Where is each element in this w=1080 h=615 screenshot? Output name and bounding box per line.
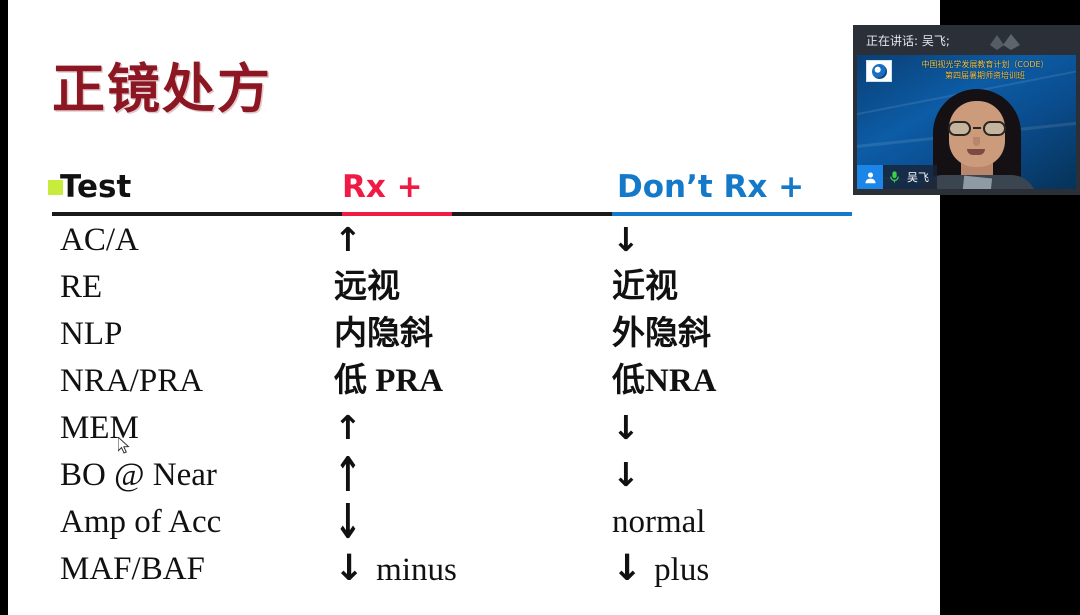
- arrow-down-icon: ↓: [612, 548, 643, 589]
- cell-dont-rx: 外隐斜: [612, 316, 711, 352]
- cell-rx: 远视: [334, 269, 400, 305]
- underline-test: [52, 212, 342, 216]
- video-conference-panel[interactable]: 正在讲话: 吴飞; 中国视光学发展教育计划（CODE） 第四届暑期师资培训班: [853, 25, 1080, 195]
- cell-test: MAF/BAF: [60, 551, 205, 587]
- header-underline-group: [52, 212, 852, 218]
- arrow-down-icon: ↓: [334, 548, 365, 589]
- cell-dont-rx: ↓ plus: [612, 547, 709, 592]
- cell-dont-rx: 低NRA: [612, 363, 717, 399]
- table-row: MEM ↑ ↓: [52, 406, 852, 453]
- table-row: Amp of Acc ↓ normal: [52, 493, 852, 550]
- nose: [973, 137, 980, 146]
- cell-rx: ↓ minus: [334, 547, 457, 592]
- cell-test: AC/A: [60, 222, 139, 258]
- collar: [961, 175, 993, 189]
- arrow-down-icon: ↓: [334, 493, 362, 550]
- cell-rx: ↓: [334, 493, 362, 550]
- column-header-test-label: Test: [60, 169, 132, 205]
- cell-test: BO @ Near: [60, 457, 217, 493]
- arrow-down-icon: ↓: [612, 455, 640, 494]
- participant-name: 吴飞: [907, 171, 929, 184]
- microphone-icon[interactable]: [883, 165, 905, 189]
- cell-dont-rx: ↓: [612, 406, 640, 451]
- table-row: RE 远视 近视: [52, 265, 852, 312]
- table-header-row: Test Rx + Don’t Rx +: [48, 169, 852, 210]
- glasses-bridge: [973, 127, 981, 129]
- banner-line-1: 中国视光学发展教育计划（CODE）: [921, 60, 1049, 69]
- cell-dont-rx-label: plus: [654, 552, 710, 588]
- speaker-video-image: [917, 89, 1037, 189]
- bullet-square-icon: [48, 180, 63, 195]
- underline-rx: [342, 212, 452, 216]
- cell-rx: 内隐斜: [334, 316, 433, 352]
- cell-rx: ↑: [334, 406, 362, 451]
- column-header-rx: Rx +: [342, 169, 423, 205]
- cell-test: NLP: [60, 316, 123, 352]
- arrow-down-icon: ↓: [612, 220, 640, 259]
- speaking-status-label: 正在讲话: 吴飞;: [866, 33, 950, 48]
- prescription-table: Test Rx + Don’t Rx + AC/A ↑ ↓ RE 远视: [48, 169, 852, 594]
- banner-line-2: 第四届暑期师资培训班: [945, 71, 1025, 80]
- cell-rx: ↑: [334, 218, 362, 263]
- mouth: [967, 149, 985, 155]
- cell-test: MEM: [60, 410, 139, 446]
- logo-swirl: [871, 63, 887, 79]
- glasses-icon: [947, 121, 1007, 137]
- arrow-up-icon: ↑: [334, 408, 362, 447]
- table-row: NLP 内隐斜 外隐斜: [52, 312, 852, 359]
- cell-rx: 低 PRA: [334, 363, 444, 399]
- person-icon: [857, 165, 883, 189]
- table-row: AC/A ↑ ↓: [52, 218, 852, 265]
- cell-dont-rx: ↓: [612, 218, 640, 263]
- mouse-pointer-icon: [118, 437, 130, 454]
- arrow-up-icon: ↑: [334, 446, 362, 503]
- cell-dont-rx: ↓: [612, 453, 640, 498]
- participant-name-badge: 吴飞: [857, 165, 937, 189]
- underline-middle: [452, 212, 612, 216]
- code-logo-icon: [866, 60, 892, 82]
- chevrons-icon: [990, 34, 1020, 50]
- column-header-dont-rx: Don’t Rx +: [617, 169, 805, 205]
- lens-left: [948, 121, 971, 136]
- banner-text: 中国视光学发展教育计划（CODE） 第四届暑期师资培训班: [899, 59, 1071, 81]
- arrow-down-icon: ↓: [612, 408, 640, 447]
- lens-right: [983, 121, 1006, 136]
- page-title: 正镜处方: [52, 59, 272, 120]
- presentation-slide: 正镜处方 Test Rx + Don’t Rx + AC/A: [8, 0, 940, 615]
- cell-rx: ↑: [334, 446, 362, 503]
- underline-dont-rx: [612, 212, 852, 216]
- cell-test: NRA/PRA: [60, 363, 204, 399]
- table-row: MAF/BAF ↓ minus ↓ plus: [52, 547, 852, 594]
- table-row: NRA/PRA 低 PRA 低NRA: [52, 359, 852, 406]
- cell-dont-rx: 近视: [612, 269, 678, 305]
- cell-test: RE: [60, 269, 103, 305]
- column-header-test: Test: [48, 169, 132, 205]
- cell-dont-rx: normal: [612, 504, 706, 540]
- cell-test: Amp of Acc: [60, 504, 222, 540]
- video-feed[interactable]: 中国视光学发展教育计划（CODE） 第四届暑期师资培训班: [857, 55, 1076, 189]
- table-row: BO @ Near ↑ ↓: [52, 446, 852, 503]
- cell-rx-label: minus: [376, 552, 457, 588]
- video-panel-header: 正在讲话: 吴飞;: [853, 25, 1080, 55]
- arrow-up-icon: ↑: [334, 220, 362, 259]
